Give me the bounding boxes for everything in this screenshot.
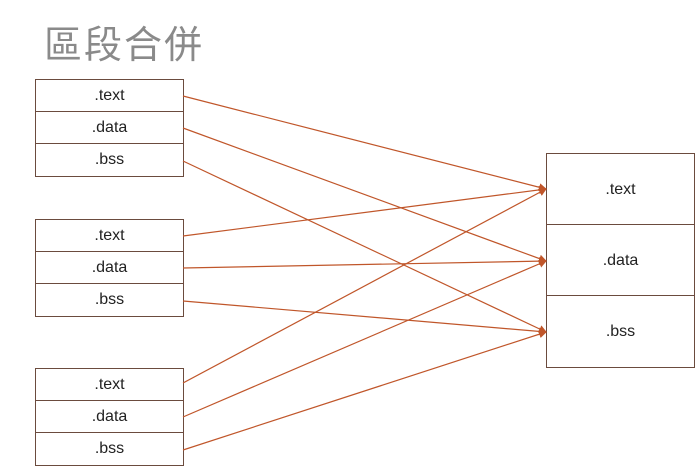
arrow-3-data bbox=[182, 260, 547, 418]
merged-text-section: .text bbox=[547, 154, 694, 225]
source-3-text-section: .text bbox=[36, 369, 183, 401]
merged-bss-section: .bss bbox=[605, 323, 636, 340]
source-3-bss-section: .bss bbox=[94, 440, 125, 457]
arrow-3-bss bbox=[182, 330, 547, 451]
arrow-1-text bbox=[182, 95, 547, 192]
source-1-text-section: .text bbox=[36, 80, 183, 112]
source-1-data-section: .data bbox=[36, 112, 183, 144]
source-2-data-section: .data bbox=[36, 252, 183, 284]
merged-output-object: .text .data .bss bbox=[546, 153, 695, 368]
source-2-bss-section: .bss bbox=[94, 291, 125, 308]
arrow-2-text bbox=[182, 185, 547, 237]
arrow-2-bss bbox=[182, 300, 547, 336]
arrow-3-text bbox=[182, 188, 547, 384]
source-object-1: .text .data .bss bbox=[35, 79, 184, 177]
source-object-3: .text .data .bss bbox=[35, 368, 184, 466]
source-2-text-section: .text bbox=[36, 220, 183, 252]
slide-title: 區段合併 bbox=[44, 23, 205, 67]
merged-data-section: .data bbox=[547, 225, 694, 296]
source-3-data-section: .data bbox=[36, 401, 183, 433]
arrow-1-data bbox=[182, 127, 547, 263]
arrow-1-bss bbox=[182, 160, 547, 333]
source-object-2: .text .data .bss bbox=[35, 219, 184, 317]
arrow-2-data bbox=[182, 257, 547, 269]
source-1-bss-section: .bss bbox=[94, 151, 125, 168]
